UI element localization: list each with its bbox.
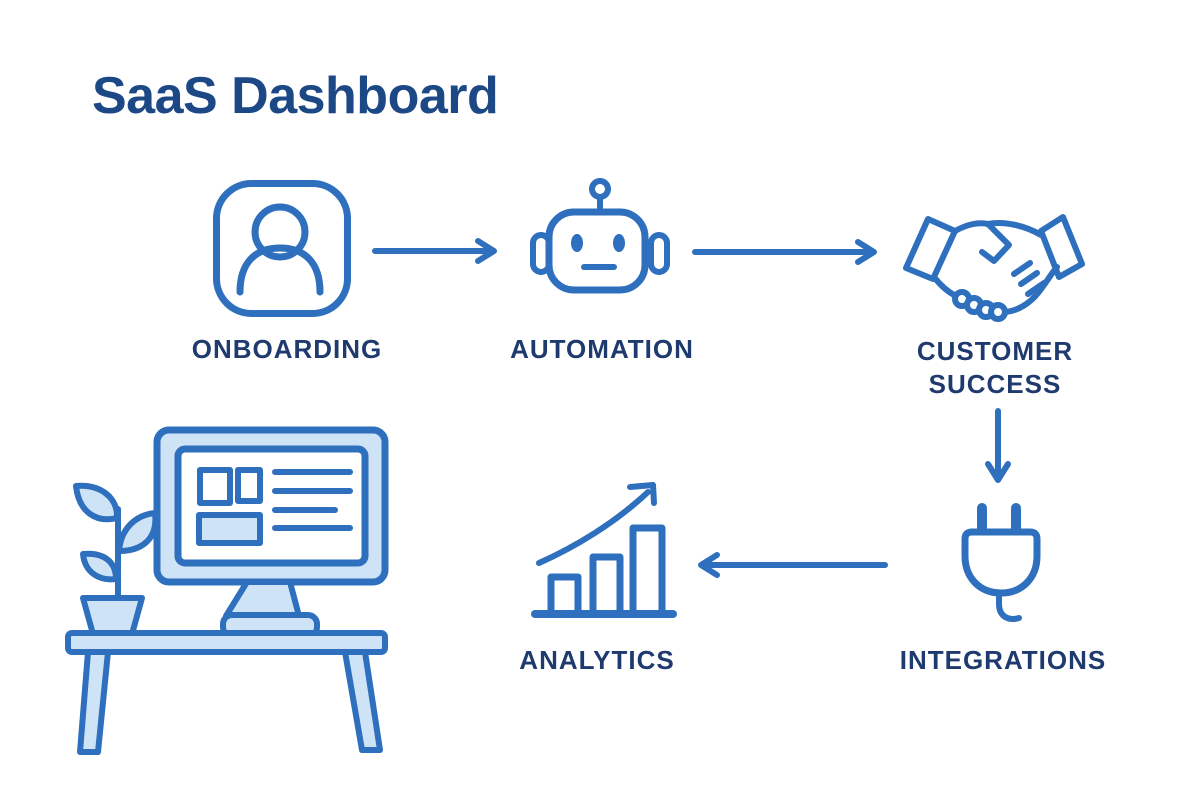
arrow-left-icon: [698, 552, 888, 578]
bar-chart-growth-icon: [531, 482, 677, 618]
handshake-icon: [903, 214, 1085, 322]
node-label-customer-success: CUSTOMER SUCCESS: [865, 335, 1125, 401]
node-label-onboarding: ONBOARDING: [191, 334, 383, 364]
plug-icon: [961, 503, 1041, 622]
page-title: SaaS Dashboard: [92, 67, 499, 125]
node-label-automation: AUTOMATION: [510, 334, 694, 364]
robot-icon: [530, 178, 670, 294]
arrow-right-icon: [692, 239, 877, 265]
arrow-down-icon: [985, 408, 1011, 483]
node-label-line1: CUSTOMER: [916, 336, 1074, 366]
node-label-analytics: ANALYTICS: [519, 645, 675, 675]
node-label-integrations: INTEGRATIONS: [899, 645, 1107, 675]
user-profile-icon: [213, 180, 351, 317]
node-label-line2: SUCCESS: [928, 369, 1062, 399]
desk-computer-plant-illustration: [65, 426, 389, 755]
arrow-right-icon: [372, 238, 497, 264]
